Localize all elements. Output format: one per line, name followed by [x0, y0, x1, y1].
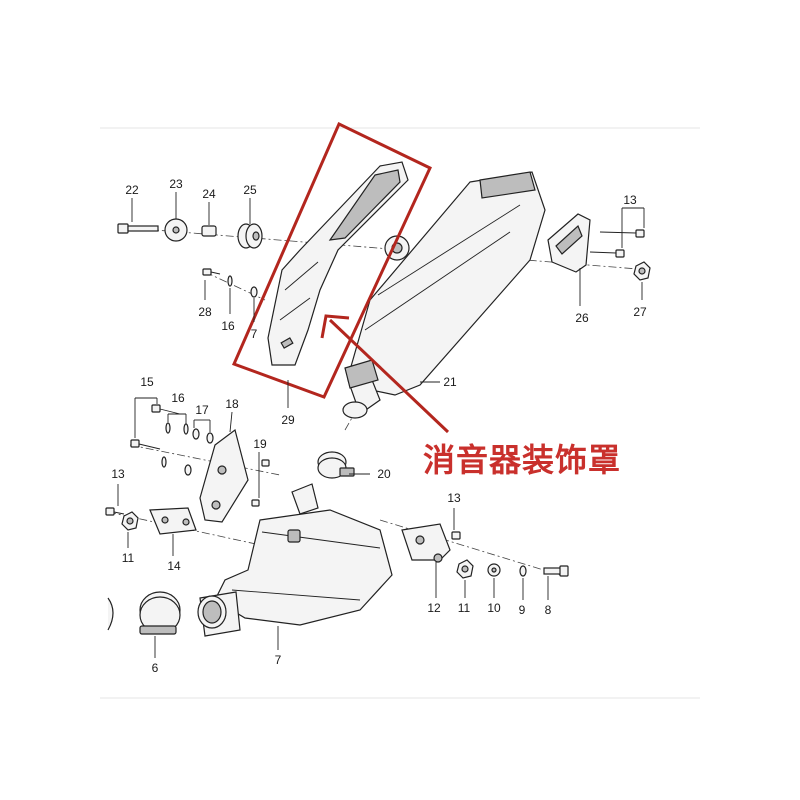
- part-15-screws: [130, 404, 181, 450]
- label-13-left: 13: [111, 467, 125, 481]
- label-12: 12: [427, 601, 441, 615]
- axis-line-lower-left: [107, 511, 331, 561]
- label-11-left: 11: [122, 551, 135, 565]
- part-9-washer-small: [519, 565, 527, 577]
- label-24: 24: [202, 187, 216, 201]
- part-27-nut: [633, 261, 651, 281]
- part-17-rings: [184, 428, 214, 476]
- label-11-right: 11: [458, 601, 471, 615]
- part-26-bracket: [547, 213, 591, 300]
- part-21-muffler: [342, 171, 546, 419]
- part-10-washer: [487, 563, 501, 577]
- label-21: 21: [443, 375, 457, 389]
- label-27: 27: [633, 305, 647, 319]
- leader-lines: [117, 192, 645, 658]
- label-18: 18: [225, 397, 239, 411]
- part-7-spring-washer: [250, 286, 258, 298]
- label-9: 9: [519, 603, 526, 617]
- part-8-bolt: [543, 565, 569, 577]
- label-16-top: 16: [221, 319, 235, 333]
- label-26: 26: [575, 311, 589, 325]
- part-11-nut-right: [456, 559, 474, 579]
- part-16-washers: [161, 422, 189, 468]
- label-15: 15: [140, 375, 154, 389]
- part-22-bolt: [117, 223, 159, 234]
- label-7-bottom: 7: [275, 653, 282, 667]
- label-22: 22: [125, 183, 139, 197]
- part-13-screw-right: [451, 531, 461, 540]
- part-28-screw: [202, 268, 221, 276]
- label-10: 10: [487, 601, 501, 615]
- part-6-clamp: [139, 591, 181, 635]
- part-14-plate: [149, 507, 197, 535]
- label-7-top: 7: [251, 327, 258, 341]
- part-24-nut: [201, 225, 217, 237]
- part-7-collector: [197, 483, 393, 637]
- callout-arrow: [320, 314, 450, 434]
- label-20: 20: [377, 467, 391, 481]
- label-28: 28: [198, 305, 212, 319]
- highlight-box: [231, 121, 432, 399]
- partial-clamp-edge: [107, 597, 114, 631]
- part-25-grommet: [237, 223, 263, 249]
- axis-line-lower-right: [379, 519, 561, 576]
- part-12-bracket: [401, 523, 451, 563]
- label-13-right: 13: [447, 491, 461, 505]
- part-29-muffler-cover: [267, 161, 409, 366]
- callout-label: 消音器装饰罩: [423, 441, 622, 479]
- part-13-screw-left: [105, 507, 125, 516]
- part-11-nut-left: [121, 511, 139, 531]
- part-19-screws: [251, 459, 270, 507]
- part-13-screws-top: [589, 229, 645, 258]
- label-14: 14: [167, 559, 181, 573]
- label-25: 25: [243, 183, 257, 197]
- label-8: 8: [545, 603, 552, 617]
- label-29: 29: [281, 413, 295, 427]
- label-6: 6: [152, 661, 159, 675]
- label-17: 17: [195, 403, 209, 417]
- axis-line-bracket: [129, 444, 281, 476]
- part-16-washer-small: [227, 275, 233, 287]
- part-18-bracket: [199, 428, 249, 523]
- label-16-mid: 16: [171, 391, 185, 405]
- label-23: 23: [169, 177, 183, 191]
- part-23-washer: [164, 218, 188, 242]
- label-19: 19: [253, 437, 267, 451]
- part-20-clamp: [317, 451, 355, 479]
- label-13-top: 13: [623, 193, 637, 207]
